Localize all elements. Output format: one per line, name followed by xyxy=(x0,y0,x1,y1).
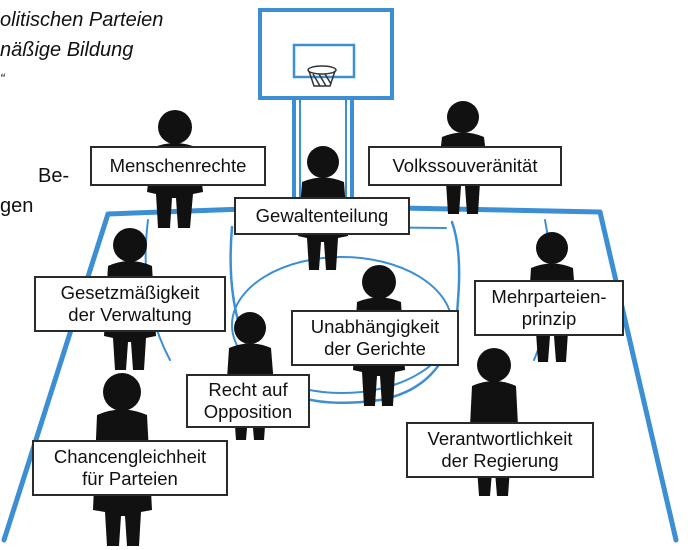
label-text: Gesetzmäßigkeit xyxy=(60,282,200,303)
label-text: Chancengleichheit xyxy=(53,446,207,467)
label-recht-auf-opposition: Recht auf Opposition xyxy=(186,374,310,428)
label-text: Opposition xyxy=(203,401,293,422)
label-gesetzmaessigkeit: Gesetzmäßigkeit der Verwaltung xyxy=(34,276,226,332)
label-text: der Regierung xyxy=(441,450,559,471)
label-text: Volkssouveränität xyxy=(392,155,538,176)
label-text: Menschenrechte xyxy=(109,155,247,176)
label-text: der Verwaltung xyxy=(68,304,192,325)
label-volkssouveraenitaet: Volkssouveränität xyxy=(368,146,562,186)
intro-text-line: olitischen Parteien xyxy=(0,9,164,31)
label-mehrparteienprinzip: Mehrparteien- prinzip xyxy=(474,280,624,336)
label-text: Gewaltenteilung xyxy=(255,205,389,226)
intro-text-line: “ xyxy=(0,70,5,86)
label-menschenrechte: Menschenrechte xyxy=(90,146,266,186)
label-text: der Gerichte xyxy=(324,338,426,359)
label-unabhaengigkeit: Unabhängigkeit der Gerichte xyxy=(291,310,459,366)
label-text: prinzip xyxy=(521,308,577,329)
backboard xyxy=(258,8,394,204)
label-text: Verantwortlichkeit xyxy=(427,428,573,449)
label-text: Mehrparteien- xyxy=(491,286,607,307)
label-text: Recht auf xyxy=(208,379,288,400)
label-chancengleichheit: Chancengleichheit für Parteien xyxy=(32,440,228,496)
label-gewaltenteilung: Gewaltenteilung xyxy=(234,197,410,235)
label-text: für Parteien xyxy=(82,468,178,489)
intro-text-line: gen xyxy=(0,195,34,217)
hoop xyxy=(307,65,337,87)
label-text: Unabhängigkeit xyxy=(310,316,440,337)
intro-text-line: näßige Bildung xyxy=(0,39,134,61)
label-verantwortlichkeit: Verantwortlichkeit der Regierung xyxy=(406,422,594,478)
intro-text-line: Be- xyxy=(38,165,70,187)
